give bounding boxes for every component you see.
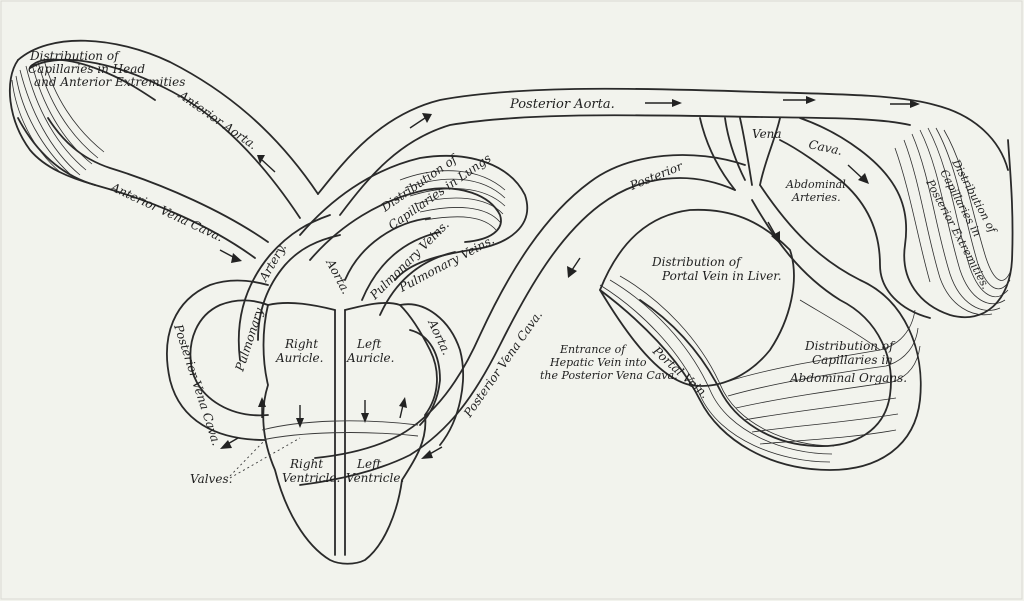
label-left-ventricle-2: Ventricle. (346, 471, 404, 485)
label-right-ventricle-1: Right (289, 457, 323, 471)
posterior-extremities-lobe (859, 139, 1014, 319)
label-left-auricle-1: Left (356, 337, 382, 351)
abdominal-organs-lobe (599, 184, 922, 471)
label-cava: Cava. (807, 137, 843, 158)
head-capillary-lobe (8, 59, 96, 186)
label-pulmonary: Pulmonary (232, 306, 266, 374)
label-left-ventricle-1: Left (356, 457, 382, 471)
arrow-posterior-vena-cava-right (421, 446, 443, 459)
posterior-aorta-vessel (317, 87, 1009, 195)
label-head-capillaries-2: Capillaries in Head (28, 62, 145, 76)
arrow-posterior-extremities (847, 164, 869, 184)
label-aorta-right: Aorta. (425, 316, 454, 357)
arrow-anterior-aorta (257, 155, 276, 173)
arrow-posterior-aorta-1 (645, 99, 682, 107)
label-posterior-aorta: Posterior Aorta. (509, 97, 615, 112)
label-posterior: Posterior (627, 159, 686, 194)
arrow-posterior-vena-cava-mid (567, 257, 581, 278)
label-hepatic-1: Entrance of (559, 343, 627, 356)
label-aorta-upper: Aorta. (323, 256, 353, 296)
label-vena: Vena (752, 127, 782, 141)
label-valves: Valves. (190, 472, 232, 486)
label-artery: Artery. (256, 241, 289, 284)
arrow-posterior-aorta-3 (890, 100, 920, 108)
label-hepatic-2: Hepatic Vein into (549, 356, 647, 369)
arrow-posterior-vena-cava-left (220, 437, 239, 449)
flow-arrows (219, 96, 920, 459)
heart-outline (262, 304, 438, 565)
label-right-ventricle-2: Ventricle. (282, 471, 340, 485)
label-right-auricle-2: Auricle. (275, 351, 323, 365)
posterior-vena-cava-vessel (299, 177, 736, 486)
label-anterior-aorta: Anterior Aorta. (175, 87, 259, 152)
label-abdominal-organs-3: Abdominal Organs. (789, 371, 907, 385)
label-right-auricle-1: Right (284, 337, 318, 351)
label-head-capillaries-3: and Anterior Extremities (34, 75, 185, 89)
label-posterior-vena-cava-right: Posterior Vena Cava. (460, 308, 545, 421)
capillary-hatching (11, 59, 1012, 463)
label-abdominal-arteries-2: Arteries. (791, 191, 841, 204)
label-posterior-vena-cava-left: Posterior Vena Cava. (171, 322, 224, 448)
label-abdominal-organs-2: Capillaries in (812, 353, 893, 367)
label-abdominal-organs-1: Distribution of (804, 339, 896, 353)
label-head-capillaries-1: Distribution of (29, 49, 121, 63)
vessel-outlines (8, 39, 1014, 565)
arrow-aorta-up (409, 113, 432, 129)
label-abdominal-arteries-1: Abdominal (785, 178, 846, 191)
label-left-auricle-2: Auricle. (346, 351, 394, 365)
arrow-heart-valves (258, 397, 407, 428)
label-portal-liver-1: Distribution of (651, 255, 743, 269)
liver-outline (599, 208, 795, 387)
label-hepatic-3: the Posterior Vena Cava. (540, 369, 678, 382)
arrow-anterior-vena-cava (219, 249, 242, 263)
arrow-posterior-aorta-2 (783, 96, 816, 104)
label-portal-liver-2: Portal Vein in Liver. (661, 269, 782, 283)
arrow-abdominal (767, 221, 780, 244)
